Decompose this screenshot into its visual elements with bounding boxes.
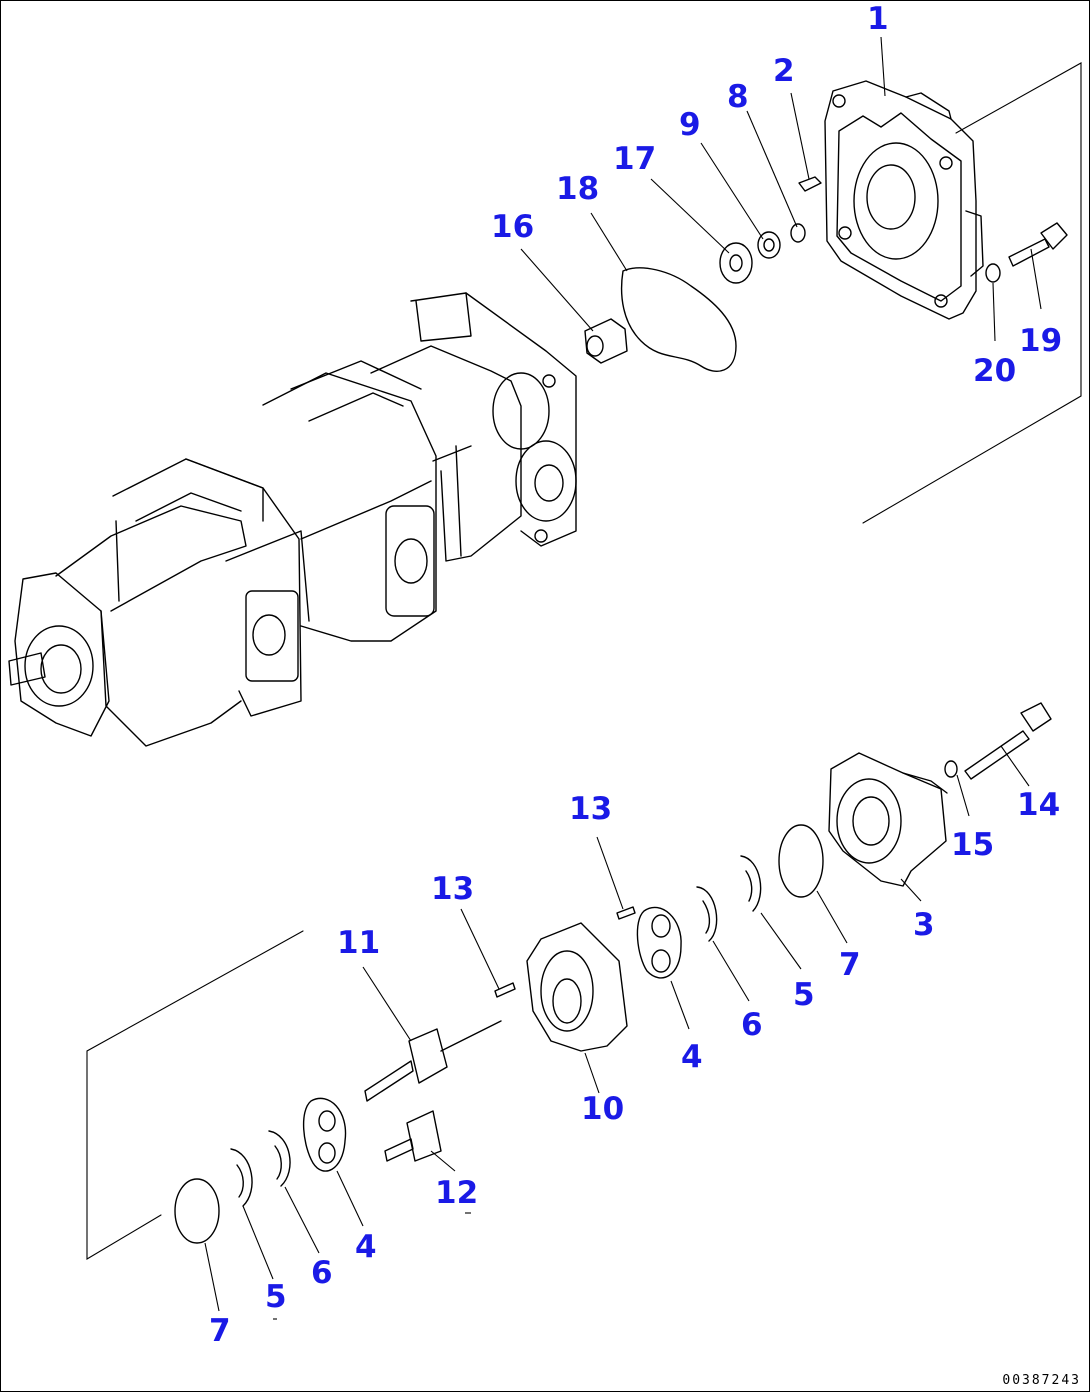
callout-4-upper: 4 bbox=[681, 1039, 703, 1075]
gear-shaft-11-part bbox=[364, 1020, 502, 1102]
pin-13-parts bbox=[494, 906, 636, 998]
callout-20: 20 bbox=[973, 353, 1016, 389]
plate-4-upper-part bbox=[636, 906, 682, 979]
callout-18: 18 bbox=[556, 171, 599, 207]
ring-8-part bbox=[790, 223, 806, 243]
gear-12-part bbox=[384, 1110, 442, 1162]
cover-plate-part bbox=[824, 80, 984, 320]
gasket-18-part bbox=[620, 267, 737, 372]
drawing-number: 00387243 bbox=[1002, 1373, 1081, 1388]
callout-5-upper: 5 bbox=[793, 977, 815, 1013]
callout-9: 9 bbox=[679, 107, 701, 143]
callout-14: 14 bbox=[1017, 787, 1060, 823]
lower-frame-lines bbox=[86, 930, 304, 1260]
coupling-16-part bbox=[584, 318, 628, 364]
callout-13-lower: 13 bbox=[431, 871, 474, 907]
callout-13-upper: 13 bbox=[569, 791, 612, 827]
washer-15-part bbox=[944, 760, 958, 778]
clip-5-upper-part bbox=[740, 855, 762, 912]
callout-5-lower: 5 bbox=[265, 1279, 287, 1315]
bolt-14-part bbox=[964, 702, 1052, 780]
callout-6-lower: 6 bbox=[311, 1255, 333, 1291]
clip-6-lower-part bbox=[268, 1130, 291, 1187]
clip-5-lower-part bbox=[230, 1148, 253, 1207]
callout-1: 1 bbox=[867, 1, 889, 37]
callout-17: 17 bbox=[613, 141, 656, 177]
bolt-19-part bbox=[1008, 222, 1068, 267]
callout-15: 15 bbox=[951, 827, 994, 863]
upper-frame-lines bbox=[862, 62, 1082, 524]
callout-8: 8 bbox=[727, 79, 749, 115]
callout-6-upper: 6 bbox=[741, 1007, 763, 1043]
callout-7-upper: 7 bbox=[839, 947, 861, 983]
callout-7-lower: 7 bbox=[209, 1313, 231, 1349]
clip-6-upper-part bbox=[696, 886, 718, 942]
leader-lines bbox=[204, 36, 1042, 1320]
callout-16: 16 bbox=[491, 209, 534, 245]
bearing-9-part bbox=[757, 231, 781, 259]
callout-11: 11 bbox=[337, 925, 380, 961]
callout-19: 19 bbox=[1019, 323, 1062, 359]
callout-10: 10 bbox=[581, 1091, 624, 1127]
bracket-3-part bbox=[828, 752, 948, 887]
callout-12: 12 bbox=[435, 1175, 478, 1211]
pin-part bbox=[798, 176, 822, 192]
washer-20-part bbox=[985, 263, 1001, 283]
seal-17-part bbox=[719, 242, 753, 284]
plate-4-lower-part bbox=[302, 1097, 347, 1172]
oring-7-lower-part bbox=[174, 1178, 220, 1244]
callout-labels: 1 2 8 9 17 18 16 20 19 13 13 11 10 4 6 5… bbox=[209, 1, 1062, 1349]
callout-2: 2 bbox=[773, 53, 795, 89]
body-10-part bbox=[526, 922, 628, 1052]
callout-3: 3 bbox=[913, 907, 935, 943]
oring-7-upper-part bbox=[778, 824, 824, 898]
callout-4-lower: 4 bbox=[355, 1229, 377, 1265]
pump-assembly bbox=[8, 292, 577, 747]
